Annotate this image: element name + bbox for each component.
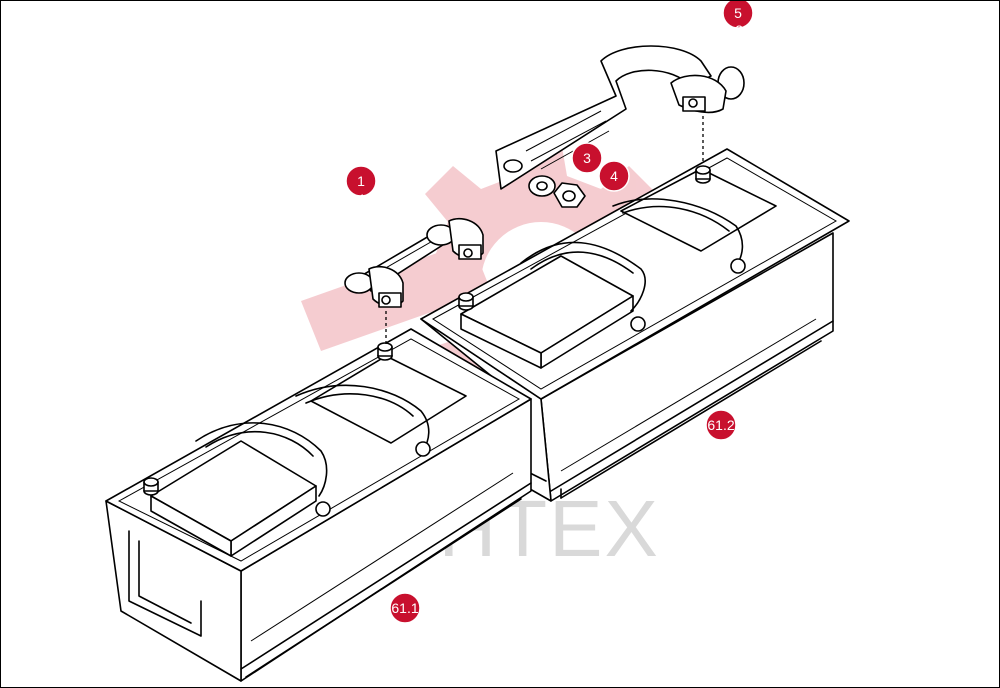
callout-sublabel: w16 (347, 191, 374, 207)
jumper-cable (344, 217, 484, 346)
callout-label: 61.2 (707, 417, 734, 433)
callout-part-4[interactable]: 4 (598, 160, 630, 192)
callout-part-1[interactable]: 1 w16 (345, 165, 377, 207)
callout-sublabel: w22 (724, 22, 751, 38)
callout-label: 5 (734, 5, 742, 21)
ground-strap (495, 45, 745, 190)
callout-label: 4 (610, 168, 618, 184)
callout-part-3[interactable]: 3 (571, 142, 603, 174)
battery-61-2 (420, 148, 850, 502)
battery-61-1 (105, 328, 532, 682)
washer (528, 175, 556, 197)
callout-battery-61-1[interactable]: 61.1 (389, 592, 421, 624)
nut (553, 182, 586, 208)
callout-label: 3 (583, 150, 591, 166)
callout-battery-61-2[interactable]: 61.2 (705, 409, 737, 441)
callout-label: 1 (357, 173, 365, 189)
callout-part-5[interactable]: 5 w22 (722, 1, 754, 38)
callout-label: 61.1 (391, 600, 418, 616)
